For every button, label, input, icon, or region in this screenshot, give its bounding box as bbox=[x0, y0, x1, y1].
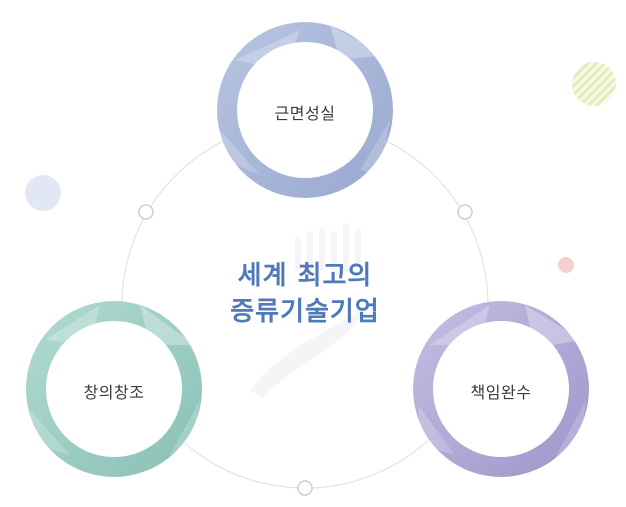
center-slogan-line-2: 증류기술기업 bbox=[230, 297, 380, 327]
value-label-right: 책임완수 bbox=[470, 383, 532, 402]
connector-dot-right bbox=[457, 204, 473, 220]
value-label-left: 창의창조 bbox=[83, 383, 145, 402]
decorative-blue-dot bbox=[25, 175, 61, 211]
decorative-pink-dot bbox=[558, 257, 574, 273]
value-label-top: 근면성실 bbox=[274, 104, 336, 123]
center-slogan: 세계 최고의 증류기술기업 bbox=[195, 258, 415, 330]
watermark-logo bbox=[250, 223, 372, 398]
center-slogan-line-1: 세계 최고의 bbox=[237, 261, 373, 291]
decorative-striped-dot bbox=[572, 62, 616, 106]
connector-dot-left bbox=[138, 204, 154, 220]
value-node-left bbox=[26, 301, 202, 477]
value-node-right bbox=[413, 301, 589, 477]
connector-dot-bottom bbox=[297, 480, 313, 496]
value-node-top bbox=[217, 22, 393, 198]
